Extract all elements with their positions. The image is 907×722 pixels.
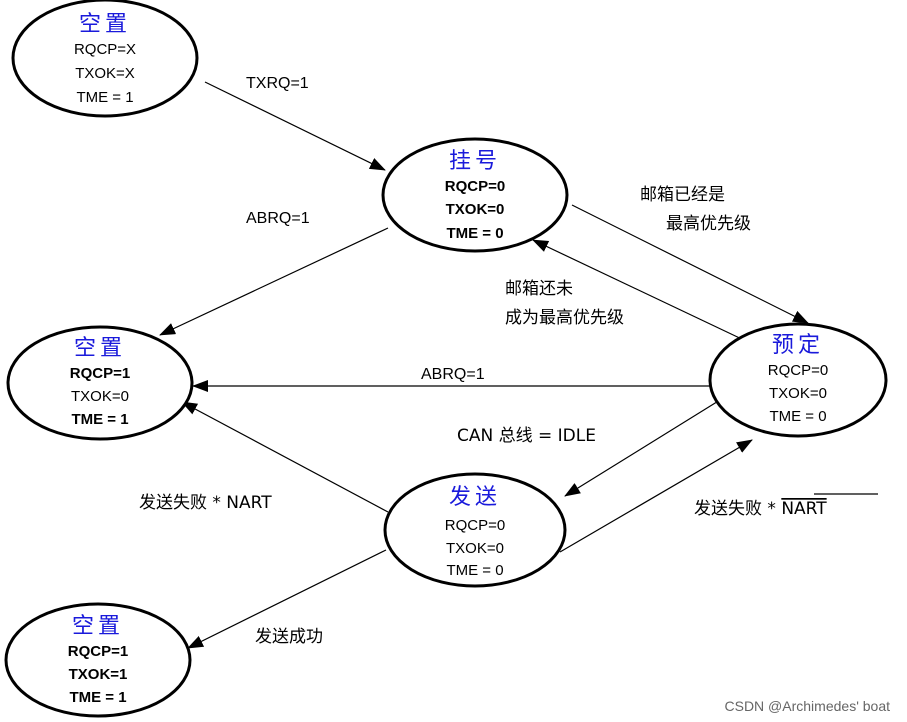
state-scheduled: 预定 RQCP=0 TXOK=0 TME = 0: [708, 322, 888, 438]
state-line: TME = 1: [69, 689, 126, 706]
state-line: RQCP=1: [70, 365, 130, 382]
state-idle-success: 空置 RQCP=1 TXOK=1 TME = 1: [4, 602, 192, 718]
state-line: RQCP=0: [445, 517, 505, 534]
state-title: 空置: [74, 336, 126, 361]
state-line: RQCP=X: [74, 41, 136, 58]
state-line: TXOK=0: [446, 540, 504, 557]
state-title: 空置: [72, 614, 124, 639]
state-title: 预定: [772, 333, 824, 358]
state-line: TME = 1: [76, 89, 133, 106]
label-can-idle: CAN 总线 = IDLE: [457, 426, 596, 446]
state-title: 发送: [449, 485, 501, 510]
state-line: TXOK=0: [71, 388, 129, 405]
label-fail-nart: 发送失败 * NART: [139, 493, 272, 513]
label-txrq: TXRQ=1: [246, 75, 309, 92]
state-idle-abort: 空置 RQCP=1 TXOK=0 TME = 1: [6, 325, 194, 441]
state-line: TME = 1: [71, 411, 128, 428]
label-success: 发送成功: [255, 627, 323, 647]
state-pending: 挂号 RQCP=0 TXOK=0 TME = 0: [381, 137, 569, 253]
label-fail-not-nart-overline: NART: [781, 499, 827, 519]
state-line: RQCP=1: [68, 643, 128, 660]
state-line: TXOK=1: [69, 666, 128, 683]
state-line: RQCP=0: [445, 178, 505, 195]
label-highest-priority-1: 邮箱已经是: [640, 185, 725, 205]
edge-not-highest: [532, 239, 749, 343]
watermark: CSDN @Archimedes' boat: [725, 698, 891, 714]
edge-success: [187, 549, 387, 649]
edge-fail-nart: [181, 401, 389, 513]
state-line: TXOK=X: [75, 65, 135, 82]
label-abrq-pending: ABRQ=1: [246, 210, 310, 227]
state-title: 挂号: [449, 149, 501, 174]
edge-fail-not-nart: [559, 439, 753, 553]
state-line: TXOK=0: [769, 385, 827, 402]
edge-highest-priority: [571, 204, 809, 324]
state-line: TXOK=0: [446, 201, 505, 218]
state-idle-start: 空置 RQCP=X TXOK=X TME = 1: [11, 0, 199, 118]
state-title: 空置: [79, 12, 131, 37]
state-transmit: 发送 RQCP=0 TXOK=0 TME = 0: [383, 472, 567, 588]
label-fail-not-nart: 发送失败 * NART: [694, 499, 827, 519]
state-line: TME = 0: [446, 225, 503, 242]
state-line: TME = 0: [446, 562, 503, 579]
state-line: RQCP=0: [768, 362, 828, 379]
state-line: TME = 0: [769, 408, 826, 425]
edge-abrq-pending: [159, 227, 389, 336]
label-fail-not-nart-prefix: 发送失败 *: [694, 499, 781, 519]
label-not-highest-1: 邮箱还未: [505, 279, 573, 299]
edge-txrq: [204, 81, 386, 171]
label-abrq-scheduled: ABRQ=1: [421, 366, 485, 383]
label-highest-priority-2: 最高优先级: [666, 214, 751, 234]
edge-can-idle: [564, 399, 721, 497]
label-not-highest-2: 成为最高优先级: [505, 308, 624, 328]
